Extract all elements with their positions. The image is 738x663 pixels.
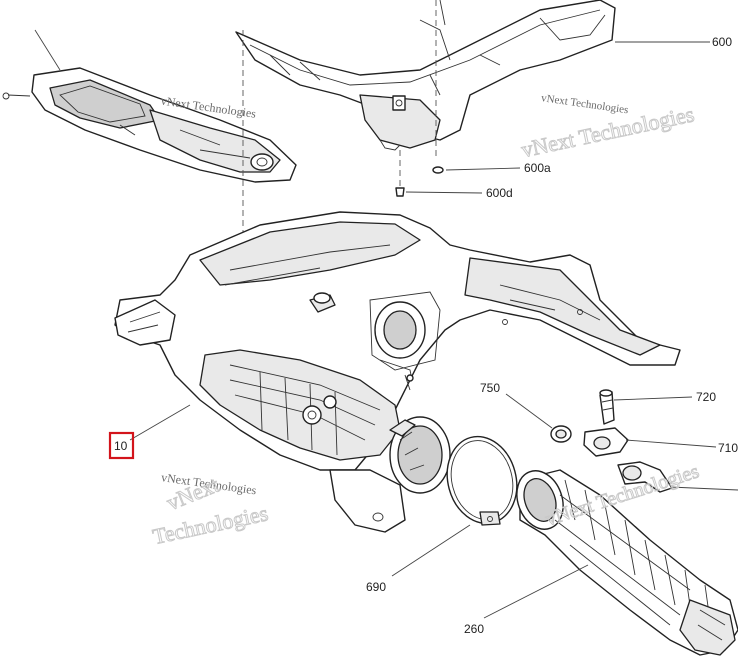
callout-labels: 600 600a 600d 750 720 710 690 260 [366, 35, 738, 636]
washer-600a [432, 166, 444, 174]
grommet-750 [550, 425, 572, 443]
elbow-fitting-part [617, 461, 673, 493]
callout-710: 710 [718, 441, 738, 455]
callout-260: 260 [464, 622, 484, 636]
connector-710 [583, 427, 629, 457]
callout-690: 690 [366, 580, 386, 594]
clamp-ring-part [446, 435, 518, 526]
callout-600: 600 [712, 35, 732, 49]
callout-10-highlight-box[interactable] [108, 431, 135, 460]
intake-duct-part [516, 469, 738, 656]
callout-600a: 600a [524, 161, 551, 175]
side-panel-part [2, 29, 297, 183]
leader-lines [129, 41, 738, 619]
callout-10-highlight[interactable]: 10 [108, 431, 135, 460]
callout-720: 720 [696, 390, 716, 404]
watermark-top-right-text: vNext Technologies [540, 92, 629, 116]
callout-750: 750 [480, 381, 500, 395]
frame-bracket-part [235, 0, 616, 151]
screw-600d [395, 187, 405, 197]
airbox-part [114, 211, 681, 533]
callout-10[interactable]: 10 [114, 439, 128, 453]
callout-600d: 600d [486, 186, 513, 200]
sensor-720 [599, 389, 615, 425]
